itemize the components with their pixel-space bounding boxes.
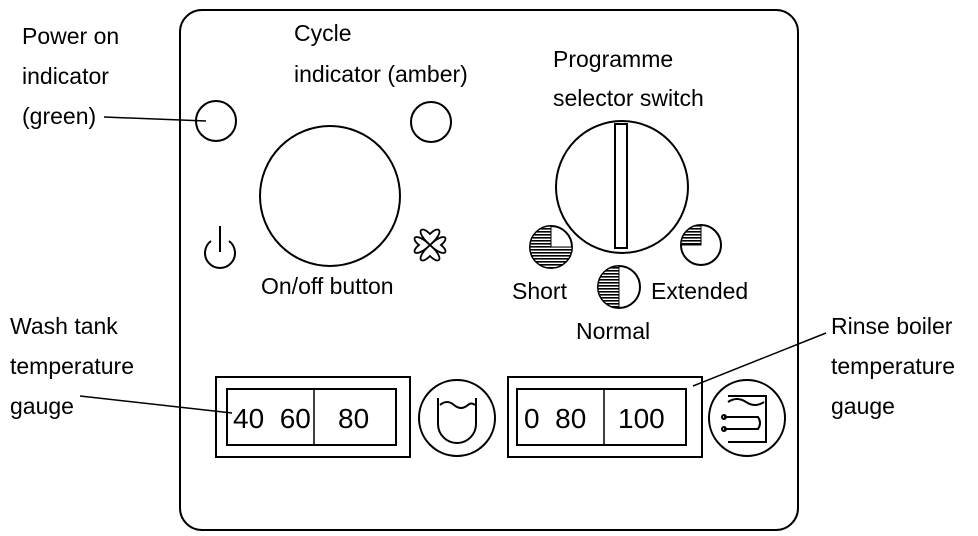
short-programme-label: Short xyxy=(512,278,568,304)
extended-programme-label: Extended xyxy=(651,278,748,304)
power-on-label-line2: indicator xyxy=(22,63,109,89)
extended-programme-icon xyxy=(680,224,722,266)
on-off-button[interactable] xyxy=(259,125,401,267)
normal-programme-label: Normal xyxy=(576,318,650,344)
wash-gauge-scale-right: 80 xyxy=(338,403,369,434)
wash-tank-gauge-label-line3: gauge xyxy=(10,393,74,419)
rinse-gauge-leader-line xyxy=(692,332,827,387)
wash-tank-gauge: 40 60 80 xyxy=(215,376,411,458)
programme-selector-switch[interactable] xyxy=(555,120,689,254)
rinse-gauge-scale-left: 0 80 xyxy=(524,403,586,434)
panel-outline xyxy=(179,9,799,531)
normal-programme-icon xyxy=(597,265,641,309)
wash-gauge-scale-left: 40 60 xyxy=(233,403,311,434)
on-off-button-label: On/off button xyxy=(261,273,394,299)
power-on-label-line1: Power on xyxy=(22,23,119,49)
wash-gauge-leader-line xyxy=(79,395,233,414)
fan-icon xyxy=(413,228,447,262)
power-on-leader-line xyxy=(103,116,207,122)
programme-selector-label-line1: Programme xyxy=(553,46,673,72)
rinse-gauge-scale-right: 100 xyxy=(618,403,665,434)
power-symbol-icon xyxy=(204,226,236,269)
wash-tank-gauge-label-line1: Wash tank xyxy=(10,313,118,339)
rinse-boiler-gauge: 0 80 100 xyxy=(507,376,703,458)
cycle-indicator xyxy=(410,101,452,143)
short-programme-icon xyxy=(529,225,573,269)
wash-tank-icon xyxy=(418,379,496,457)
rinse-boiler-gauge-label-line2: temperature xyxy=(831,353,955,379)
rinse-boiler-icon xyxy=(708,379,786,457)
selector-knob-bar xyxy=(614,123,628,249)
wash-tank-gauge-label-line2: temperature xyxy=(10,353,134,379)
cycle-indicator-label-line1: Cycle xyxy=(294,20,352,46)
cycle-indicator-label-line2: indicator (amber) xyxy=(294,61,468,87)
programme-selector-label-line2: selector switch xyxy=(553,85,704,111)
rinse-boiler-gauge-label-line1: Rinse boiler xyxy=(831,313,953,339)
power-on-label-line3: (green) xyxy=(22,103,96,129)
rinse-boiler-gauge-label-line3: gauge xyxy=(831,393,895,419)
